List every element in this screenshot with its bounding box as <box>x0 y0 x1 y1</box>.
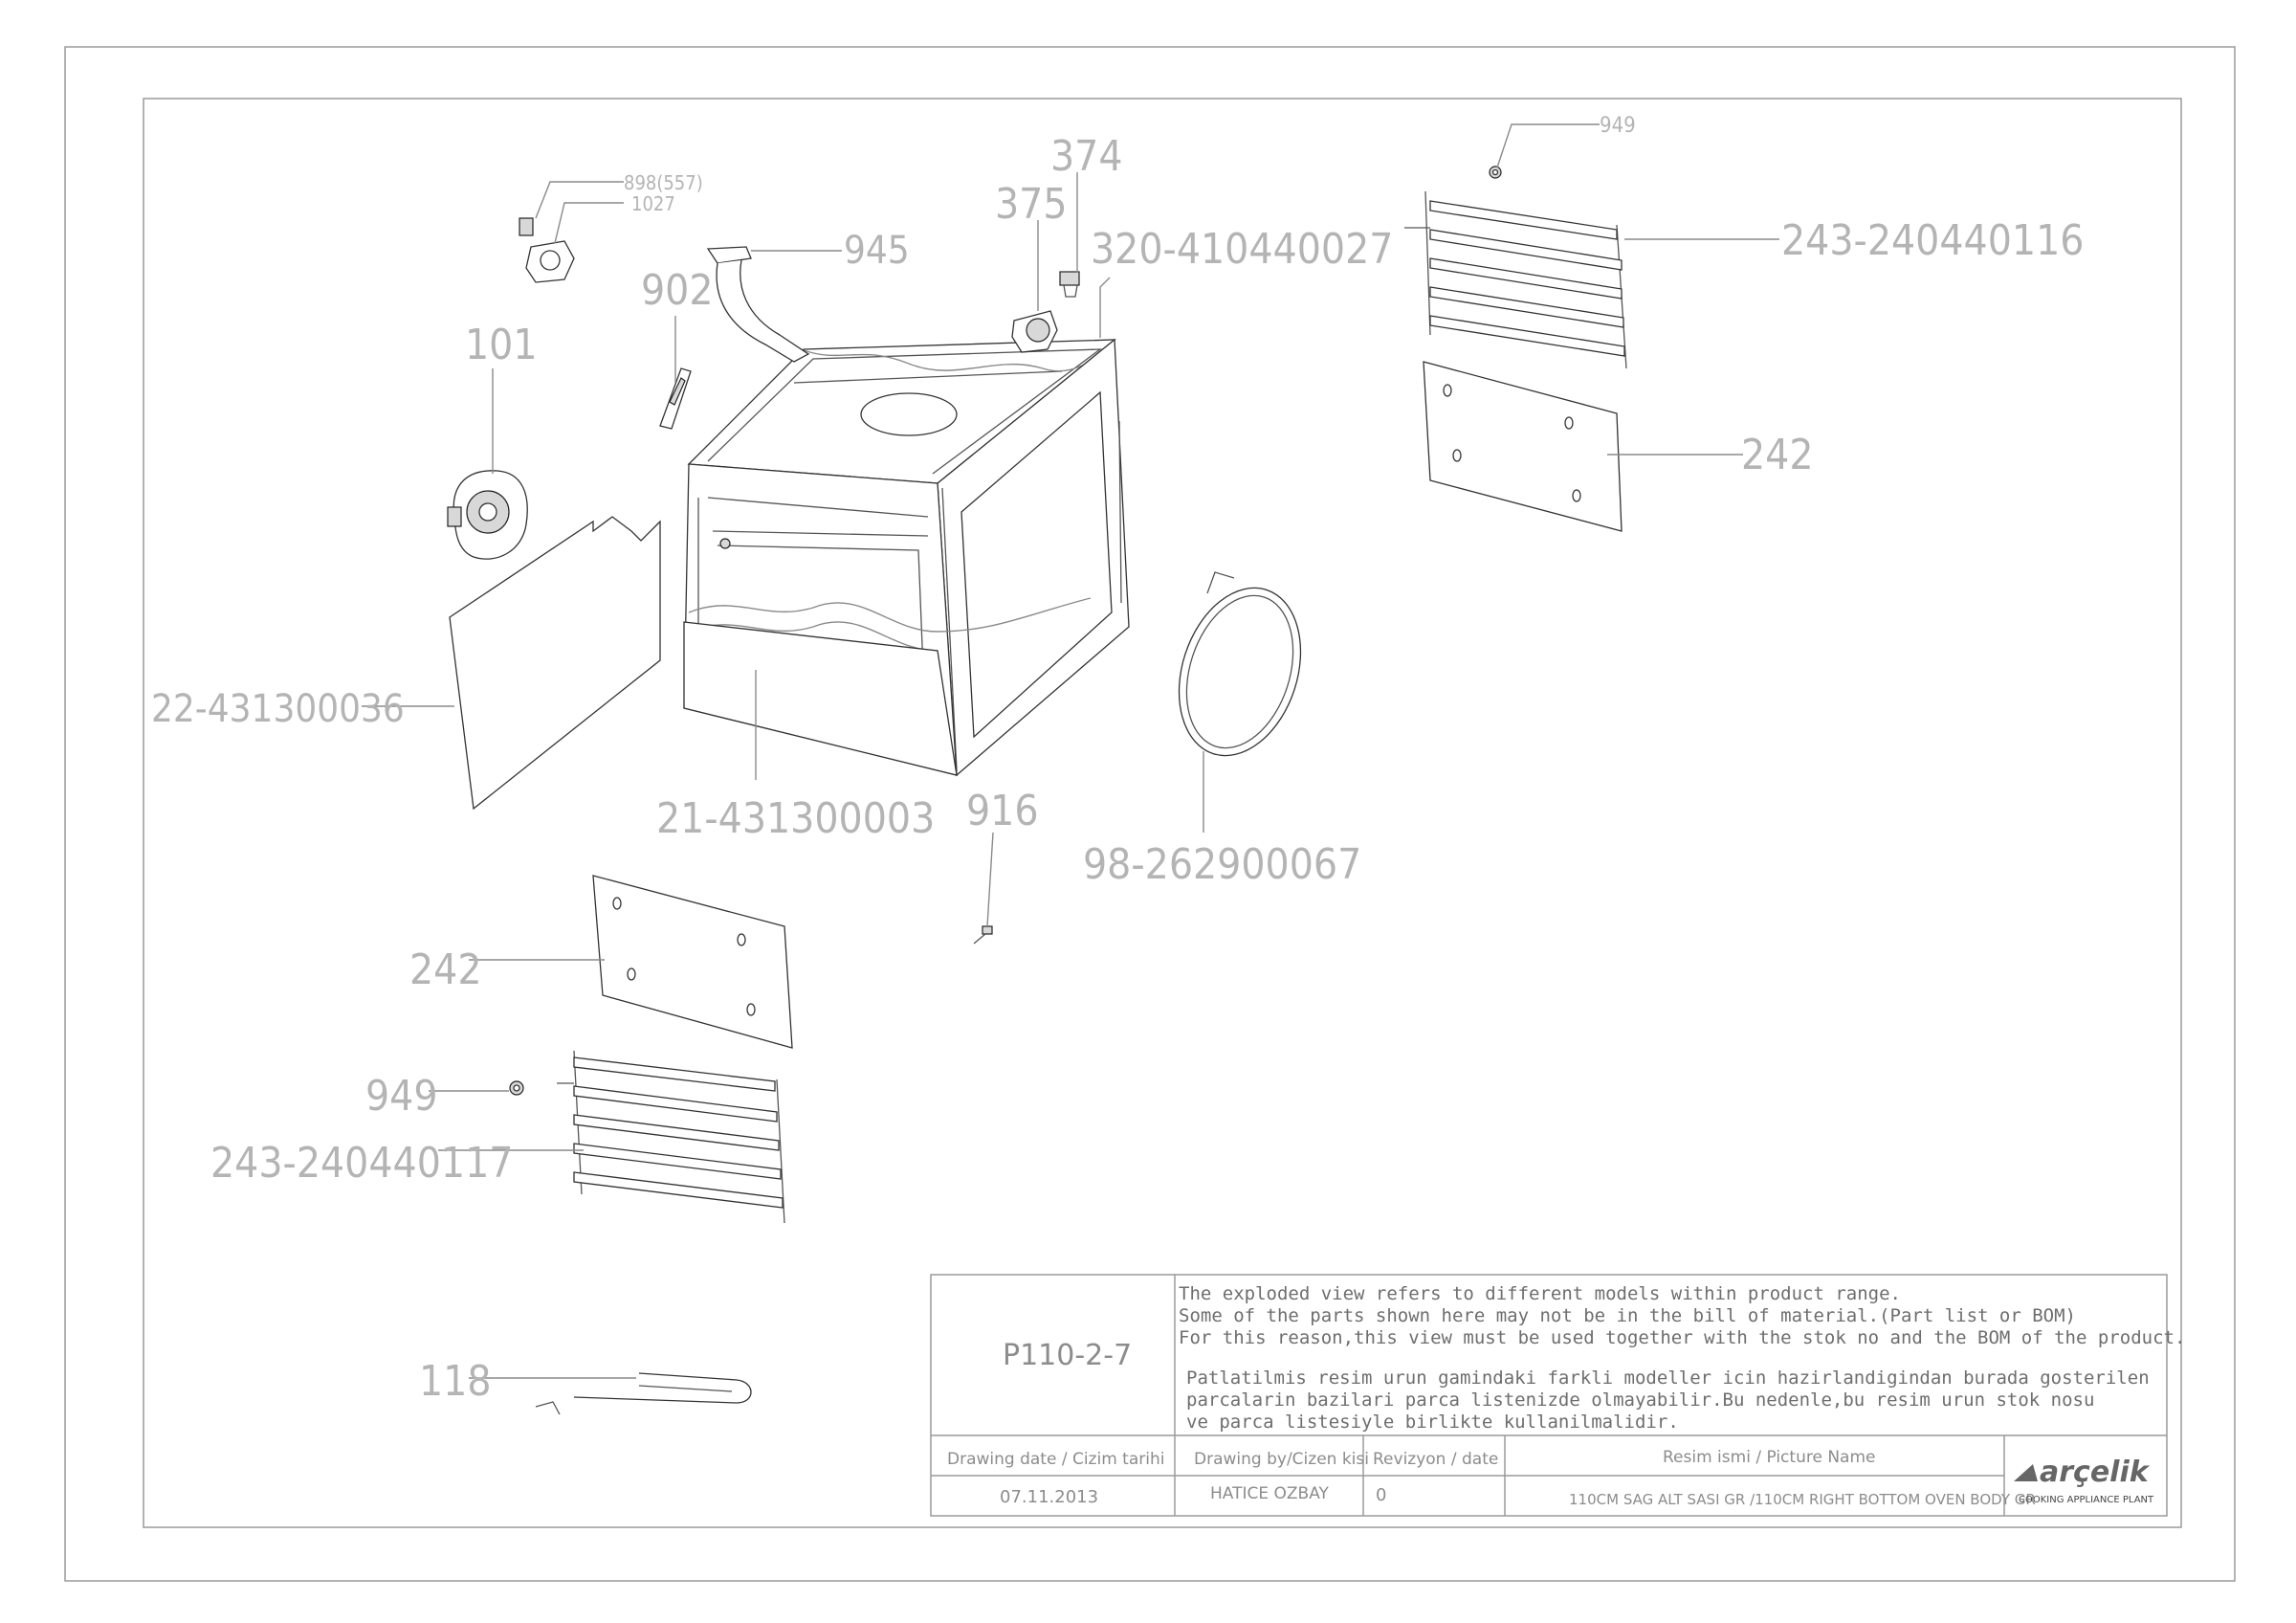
revision-value: 0 <box>1376 1485 1386 1505</box>
label-898-557: 898(557) <box>624 171 703 194</box>
note-line-6: ve parca listesiyle birlikte kullanilmal… <box>1186 1412 1679 1433</box>
thermostat-part <box>519 217 575 283</box>
label-374: 374 <box>1050 132 1123 181</box>
drawn-by-value: HATICE OZBAY <box>1210 1484 1330 1503</box>
side-rack-bottom-part <box>557 1050 785 1224</box>
brand-subtitle: COOKING APPLIANCE PLANT <box>2019 1495 2154 1505</box>
ribbon-cable-part <box>706 246 810 363</box>
note-line-3: For this reason,this view must be used t… <box>1179 1327 2185 1348</box>
drawing-date-label: Drawing date / Cizim tarihi <box>947 1450 1164 1469</box>
nut-top-part <box>1489 166 1502 179</box>
heating-element-part <box>535 1372 752 1415</box>
label-101: 101 <box>465 321 538 369</box>
arcelik-logo: arçelik COOKING APPLIANCE PLANT <box>2014 1456 2154 1505</box>
picture-name-value: 110CM SAG ALT SASI GR /110CM RIGHT BOTTO… <box>1569 1491 2036 1508</box>
lamp-socket-part <box>1011 310 1058 353</box>
label-243-240440117: 243-240440117 <box>210 1139 513 1188</box>
label-949-top: 949 <box>1600 114 1636 138</box>
label-243-240440116: 243-240440116 <box>1781 216 2084 265</box>
inner-border <box>143 98 2182 1528</box>
note-line-5: parcalarin bazilari parca listenizde olm… <box>1186 1390 2094 1411</box>
side-rack-top-part <box>1404 190 1627 369</box>
drawing-code: P110-2-7 <box>1003 1339 1132 1372</box>
title-block: P110-2-7 The exploded view refers to dif… <box>930 1274 2185 1517</box>
label-22-431300036: 22-431300036 <box>151 687 405 731</box>
lamp-part <box>1059 271 1080 298</box>
drawn-by-label: Drawing by/Cizen kisi <box>1194 1450 1369 1469</box>
revision-label: Revizyon / date <box>1373 1450 1498 1469</box>
door-gasket-part <box>1178 571 1302 757</box>
note-line-2: Some of the parts shown here may not be … <box>1179 1305 2076 1326</box>
label-242-bottom: 242 <box>409 945 482 994</box>
fan-motor-part <box>447 470 528 560</box>
insulation-board-part <box>449 516 661 811</box>
oven-body-part <box>683 338 1130 777</box>
note-line-4: Patlatilmis resim urun gamindaki farkli … <box>1186 1367 2150 1389</box>
bracket-part <box>659 367 692 430</box>
label-375: 375 <box>995 180 1068 229</box>
label-916: 916 <box>966 787 1039 835</box>
label-949-bottom: 949 <box>365 1072 438 1121</box>
leader-lines <box>362 123 1779 1379</box>
label-320-410440027: 320-410440027 <box>1091 225 1393 274</box>
label-242-top: 242 <box>1741 431 1814 479</box>
drawing-date-value: 07.11.2013 <box>1000 1487 1098 1507</box>
note-line-1: The exploded view refers to different mo… <box>1179 1283 1901 1304</box>
outer-border <box>64 46 2236 1582</box>
label-118: 118 <box>419 1357 492 1406</box>
label-902: 902 <box>641 266 714 315</box>
label-1027: 1027 <box>631 192 675 215</box>
label-945: 945 <box>844 229 910 273</box>
label-98-262900067: 98-262900067 <box>1083 840 1361 889</box>
picture-name-label: Resim ismi / Picture Name <box>1663 1448 1875 1467</box>
nut-bottom-part <box>509 1080 524 1096</box>
screw-part <box>973 925 993 945</box>
label-21-431300003: 21-431300003 <box>656 794 935 843</box>
plate-bottom-part <box>592 875 793 1049</box>
brand-name: arçelik <box>2040 1456 2151 1489</box>
plate-top-part <box>1423 361 1623 532</box>
